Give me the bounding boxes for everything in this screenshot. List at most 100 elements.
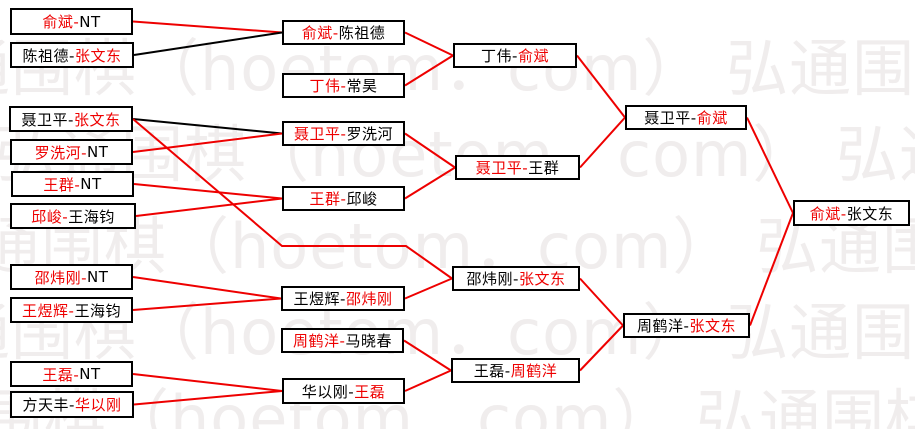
match-box-zhy_mxc: 周鹤洋-马晓春 (281, 328, 404, 353)
bracket-line-red (404, 132, 456, 169)
match-box-nwp_zwd: 聂卫平-张文东 (9, 106, 133, 132)
bracket-line-red (132, 276, 282, 300)
match-box-wyh_swg: 王煜辉-邵炜刚 (281, 286, 405, 311)
bracket-line-red (403, 339, 452, 372)
player2-name: 王海钧 (68, 207, 115, 226)
player2-name: 王海钧 (74, 301, 121, 320)
player1-name: 丁伟- (481, 47, 518, 65)
player2-name: 邵炜刚 (345, 290, 393, 308)
match-box-swg_nt: 邵炜刚-NT (10, 264, 133, 290)
bracket-line-red (404, 31, 454, 57)
watermark-text: 弘通围棋（hoetom．com） 弘通围棋（hoetom．com） (0, 296, 915, 369)
player1-name: 聂卫平- (294, 125, 347, 143)
bracket-line-red (404, 277, 453, 300)
bracket-line-red (404, 369, 452, 392)
match-box-yb_nt: 俞斌-NT (10, 8, 133, 35)
bracket-line-red (579, 277, 624, 327)
player2-name: 张文东 (518, 270, 566, 288)
match-box-wl_zhy: 王磊-周鹤洋 (451, 358, 580, 383)
bracket-line-black (132, 118, 283, 135)
bracket-line-red (404, 54, 454, 87)
player1-name: 邵炜刚- (34, 268, 88, 287)
player2-name: 马晓春 (345, 332, 392, 350)
match-box-wq_nt: 王群-NT (11, 171, 134, 197)
match-box-lxh_nt: 罗洗河-NT (10, 139, 133, 165)
match-box-yb_zwd: 俞斌-张文东 (793, 200, 910, 226)
player2-name: 王磊 (354, 382, 386, 401)
match-box-ftf_hyg: 方天丰-华以刚 (10, 391, 134, 418)
bracket-line-red (132, 297, 282, 311)
match-box-qj_whj: 邱峻-王海钧 (10, 203, 136, 229)
bracket-line-red (132, 373, 283, 392)
match-box-wq_qj: 王群-邱峻 (282, 186, 405, 211)
player1-name: 聂卫平- (475, 159, 529, 177)
match-box-czd_zwd: 陈祖德-张文东 (10, 42, 134, 68)
player2-name: 俞斌 (517, 47, 549, 65)
player2-name: NT (79, 12, 101, 31)
player1-name: 王煜辉- (293, 290, 346, 308)
watermark-text: 弘通围棋（hoetom．com） 弘通围棋（hoetom．com） (0, 382, 915, 429)
player1-name: 聂卫平- (21, 110, 74, 129)
player1-name: 王群- (309, 190, 347, 208)
player1-name: 丁伟- (309, 77, 347, 95)
player2-name: 王群 (528, 159, 560, 177)
player2-name: 周鹤洋 (510, 362, 558, 380)
match-box-yb_czd: 俞斌-陈祖德 (282, 20, 405, 45)
player1-name: 王群- (43, 175, 81, 194)
player2-name: 罗洗河 (346, 125, 393, 143)
player2-name: NT (80, 175, 102, 193)
player2-name: 张文东 (689, 317, 736, 335)
player1-name: 方天丰- (22, 396, 75, 414)
match-box-dw_yb: 丁伟-俞斌 (453, 43, 577, 68)
match-box-wyh_whj: 王煜辉-王海钧 (10, 297, 133, 323)
player1-name: 罗洗河- (34, 143, 88, 162)
player2-name: 华以刚 (74, 396, 122, 414)
bracket-line-black (133, 31, 283, 56)
player1-name: 王磊- (473, 362, 511, 380)
player1-name: 俞斌- (301, 24, 339, 42)
match-box-hyg_wl: 华以刚-王磊 (282, 378, 405, 404)
match-box-dw_ch: 丁伟-常昊 (282, 73, 405, 98)
match-box-zhy_zwd: 周鹤洋-张文东 (623, 313, 750, 338)
match-box-wl_nt: 王磊-NT (10, 361, 133, 387)
player1-name: 王磊- (42, 365, 80, 384)
bracket-line-red (133, 183, 283, 200)
player1-name: 邱峻- (31, 207, 69, 226)
match-box-nwp_yb: 聂卫平-俞斌 (625, 105, 747, 130)
player2-name: NT (87, 268, 109, 286)
player1-name: 周鹤洋- (637, 317, 690, 335)
player1-name: 邵炜刚- (466, 270, 519, 288)
match-box-nwp_lxh: 聂卫平-罗洗河 (282, 121, 405, 146)
player2-name: NT (79, 365, 101, 383)
match-box-swg_zwd: 邵炜刚-张文东 (452, 266, 580, 291)
player2-name: 陈祖德 (338, 24, 386, 42)
match-box-nwp_wq: 聂卫平-王群 (455, 155, 580, 180)
player2-name: NT (87, 143, 109, 161)
player1-name: 华以刚- (301, 382, 355, 401)
bracket-line-red (132, 118, 453, 280)
player2-name: 常昊 (346, 77, 378, 95)
player1-name: 聂卫平- (644, 109, 697, 127)
bracket-line-red (135, 197, 283, 217)
bracket-line-red (404, 166, 456, 200)
bracket-line-red (579, 116, 626, 169)
bracket-line-red (132, 20, 283, 34)
bracket-line-red (132, 132, 283, 153)
player1-name: 俞斌- (42, 13, 80, 31)
player2-name: 俞斌 (696, 109, 728, 127)
bracket-line-red (576, 54, 626, 119)
player2-name: 张文东 (74, 46, 122, 65)
bracket-line-red (133, 390, 283, 406)
player1-name: 俞斌- (809, 204, 847, 223)
player2-name: 张文东 (73, 110, 121, 129)
player1-name: 周鹤洋- (293, 332, 346, 350)
bracket-line-red (579, 324, 624, 372)
bracket-line-red (746, 117, 794, 214)
player1-name: 王煜辉- (22, 301, 75, 320)
bracket-line-red (749, 212, 794, 326)
player2-name: 邱峻 (346, 190, 378, 208)
player2-name: 张文东 (846, 204, 894, 223)
